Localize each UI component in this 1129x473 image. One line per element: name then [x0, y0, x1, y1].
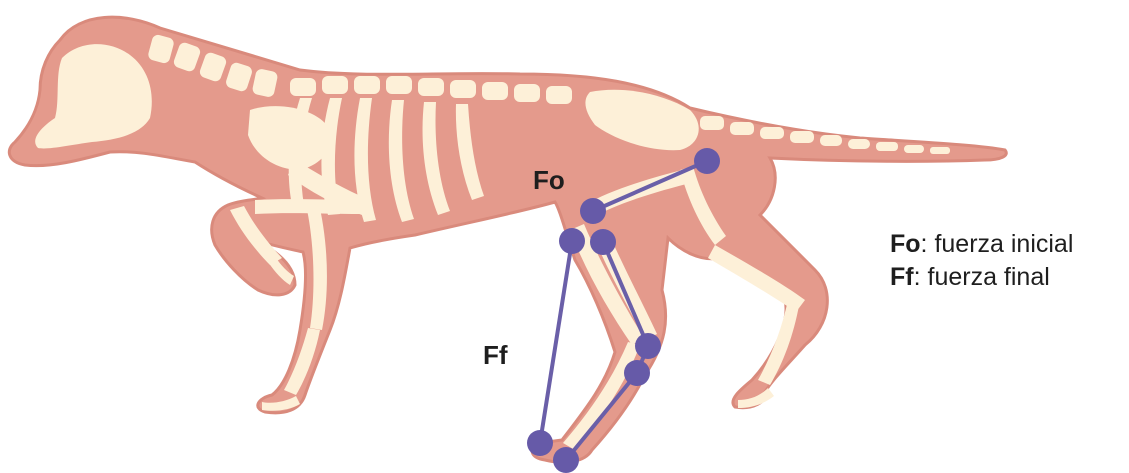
dog-body: [9, 17, 1006, 462]
joint-hock-lower: [624, 360, 650, 386]
joint-hip: [694, 148, 720, 174]
label-fo: Fo: [533, 165, 565, 196]
legend-item-fo: Fo: fuerza inicial: [890, 228, 1073, 261]
legend: Fo: fuerza inicial Ff: fuerza final: [890, 228, 1073, 294]
legend-text: : fuerza final: [914, 263, 1050, 291]
label-ff: Ff: [483, 340, 508, 371]
joint-stifle-right: [590, 229, 616, 255]
joint-hock-upper: [635, 333, 661, 359]
legend-abbr: Ff: [890, 263, 914, 291]
joint-paw-back: [527, 430, 553, 456]
legend-item-ff: Ff: fuerza final: [890, 261, 1073, 294]
legend-text: : fuerza inicial: [921, 230, 1074, 258]
joint-paw-front: [553, 447, 579, 473]
joint-stifle-left: [559, 228, 585, 254]
joint-knee: [580, 198, 606, 224]
legend-abbr: Fo: [890, 230, 921, 258]
